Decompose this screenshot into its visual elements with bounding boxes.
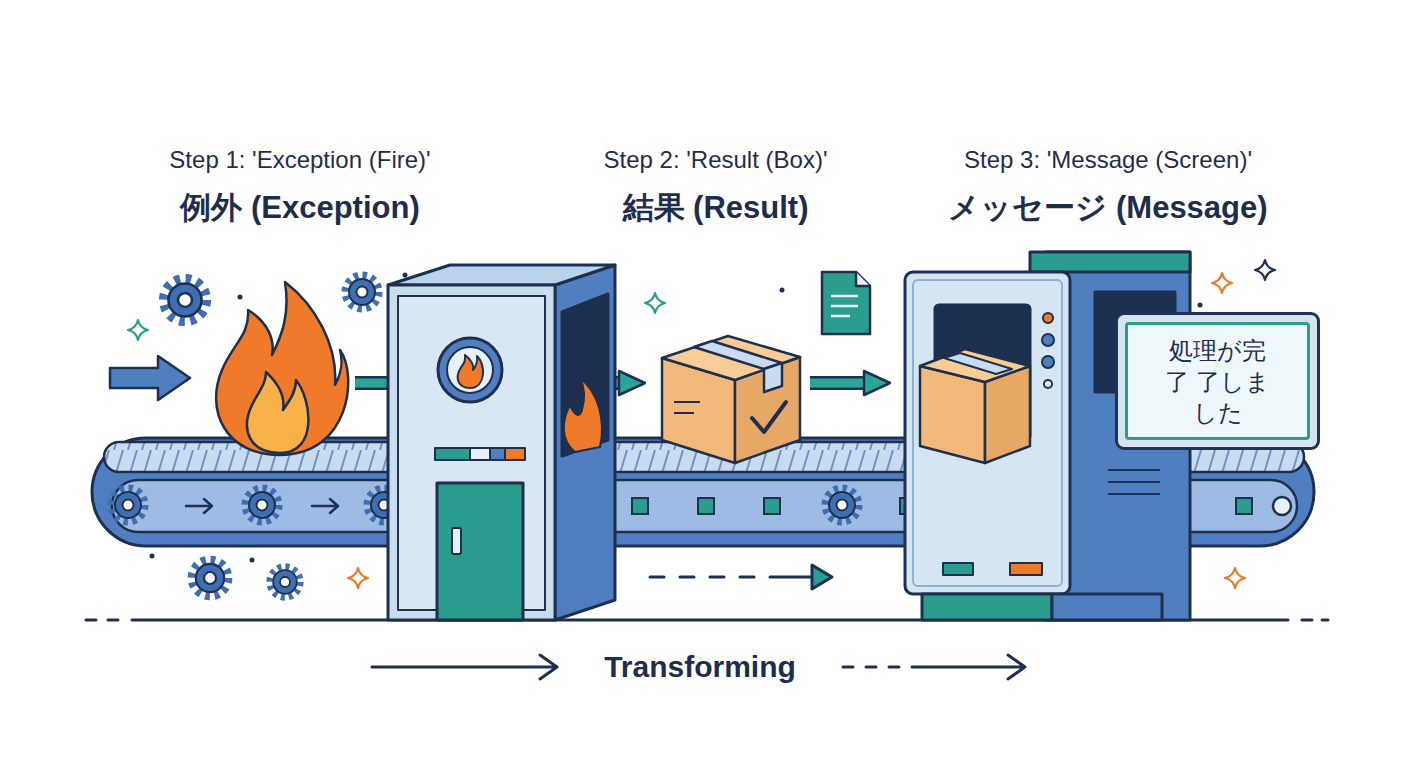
- gear-icon: [163, 278, 206, 321]
- filter-machine: [435, 448, 470, 460]
- display-machine: [913, 280, 1062, 586]
- display-screen: 処理が完了 了しました: [1115, 312, 1320, 450]
- display-machine: [1010, 563, 1042, 575]
- display-machine: [944, 353, 1012, 374]
- dot: [250, 558, 255, 563]
- belt-gear: [111, 488, 145, 522]
- belt-gear: [245, 488, 279, 522]
- display-machine: [922, 594, 1052, 620]
- transform-arrow: [372, 655, 557, 679]
- belt-arrow: [186, 499, 338, 513]
- filter-machine: [490, 448, 505, 460]
- sparkle: [1255, 260, 1275, 280]
- dot: [1198, 303, 1203, 308]
- transform-arrow: [843, 655, 1025, 679]
- dot: [403, 273, 408, 278]
- sparkle: [128, 320, 148, 340]
- dashed-arrow: [650, 576, 754, 579]
- step-heading: Step 2: 'Result (Box)': [604, 145, 828, 175]
- dashed-arrow: [770, 576, 814, 579]
- document-icon: [822, 272, 870, 334]
- display-machine: [1042, 334, 1054, 346]
- display-machine: [1043, 313, 1053, 323]
- input-arrow: [110, 356, 190, 400]
- step-title: 結果 (Result): [623, 189, 809, 227]
- filter-machine: [452, 528, 461, 554]
- result-box: [764, 363, 782, 392]
- result-box: [694, 341, 782, 369]
- dot: [780, 288, 785, 293]
- gear-icon: [345, 275, 379, 309]
- display-machine: [943, 563, 973, 575]
- gear-icon: [163, 275, 379, 597]
- sparkle: [1225, 568, 1245, 588]
- step-heading: Step 3: 'Message (Screen)': [964, 145, 1252, 175]
- filter-machine: [562, 294, 608, 456]
- fire-icon: [216, 282, 348, 455]
- input-arrow: [110, 356, 190, 400]
- step-heading: Step 1: 'Exception (Fire)': [169, 145, 430, 175]
- gear-icon: [191, 559, 228, 596]
- display-machine: [1030, 252, 1190, 272]
- sparkle: [1212, 273, 1232, 293]
- belt-square: [1236, 498, 1252, 514]
- dot: [150, 554, 155, 559]
- filter-machine: [505, 448, 525, 460]
- result-box: [752, 402, 786, 432]
- filter-machine: [458, 355, 483, 388]
- flow-arrow-outline: [810, 376, 870, 390]
- step-title: メッセージ (Message): [948, 189, 1267, 227]
- result-box: [674, 402, 700, 413]
- fire-icon: [247, 372, 308, 453]
- filter-machine: [438, 338, 502, 402]
- filter-machine: [388, 265, 615, 285]
- screen-panel: 処理が完了 了しました: [1125, 322, 1310, 440]
- filter-machine: [564, 378, 602, 452]
- process-label: Transforming: [560, 647, 840, 687]
- belt-arrow: [186, 499, 212, 513]
- fire-icon: [216, 282, 348, 455]
- display-machine: [1052, 594, 1162, 620]
- filter-machine: [555, 265, 615, 620]
- document-icon: [831, 296, 858, 316]
- belt-square: [764, 498, 780, 514]
- display-machine: [905, 272, 1070, 594]
- dot: [238, 295, 243, 300]
- belt-square: [698, 498, 714, 514]
- stage-node: Step 1: 'Exception (Fire)'例外 (Exception): [215, 145, 355, 455]
- stage-node: Step 2: 'Result (Box)'結果 (Result): [645, 145, 810, 455]
- document-icon: [822, 272, 870, 334]
- gear-icon: [270, 567, 301, 598]
- display-machine: [1042, 356, 1054, 368]
- document-icon: [856, 272, 870, 286]
- sparkle: [348, 568, 368, 588]
- screen-message: 処理が完了 了しました: [1158, 335, 1278, 428]
- filter-machine: [470, 448, 490, 460]
- belt-square: [632, 498, 648, 514]
- step-title: 例外 (Exception): [180, 189, 419, 227]
- display-machine: [1044, 380, 1052, 388]
- conveyor-belt: [1273, 497, 1291, 515]
- dashed-arrow: [650, 565, 832, 589]
- filter-machine: [388, 265, 615, 620]
- filter-machine: [447, 347, 493, 393]
- stage-node: 処理が完了 了しました Step 3: 'Message (Screen)' メッセ…: [890, 145, 1320, 455]
- belt-arrow: [312, 499, 338, 513]
- filter-machine: [437, 483, 523, 620]
- flow-arrow: [810, 383, 870, 384]
- belt-gear: [825, 488, 859, 522]
- flow-arrow-line: [810, 379, 870, 388]
- display-machine: [920, 349, 1030, 382]
- result-box: [662, 336, 800, 463]
- filter-machine: [388, 285, 555, 620]
- sparkle: [645, 293, 665, 313]
- display-machine: [1108, 470, 1160, 494]
- dashed-arrow: [812, 565, 832, 589]
